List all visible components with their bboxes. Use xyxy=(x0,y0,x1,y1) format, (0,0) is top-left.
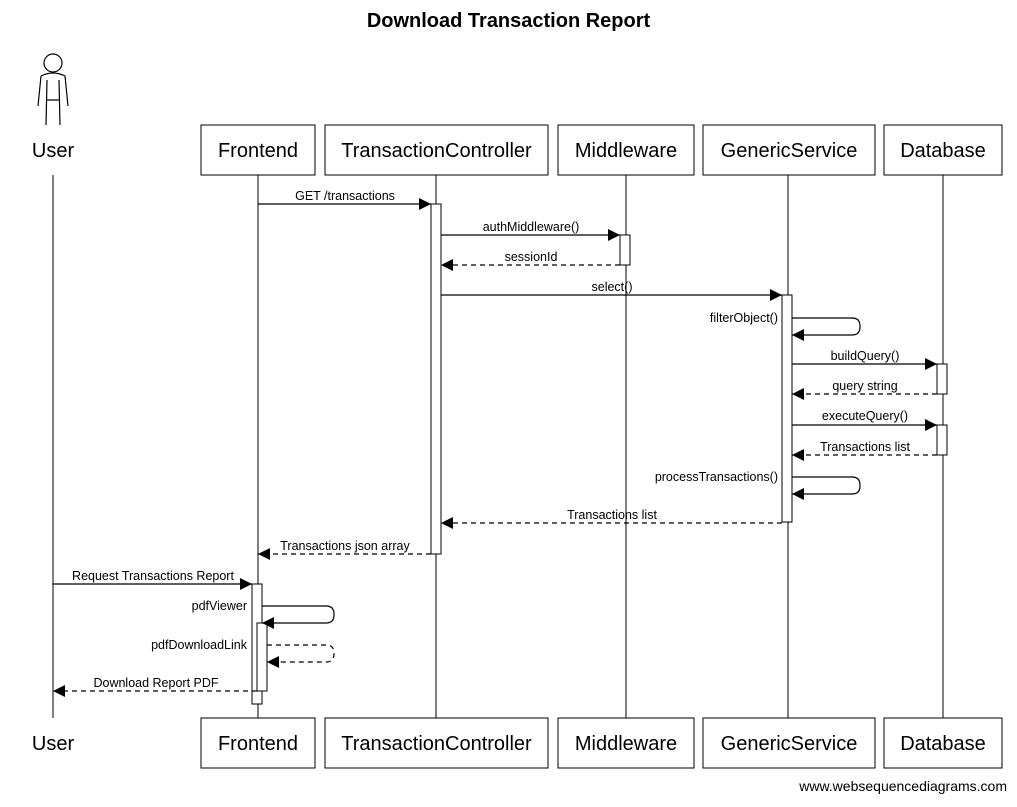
activation-bar-generic xyxy=(781,294,793,523)
message-9: Transactions list xyxy=(792,440,937,461)
message-6: buildQuery() xyxy=(792,349,937,370)
participant-label: TransactionController xyxy=(341,733,532,755)
participant-controller-bottom: TransactionController xyxy=(324,717,549,769)
message-label: authMiddleware() xyxy=(483,220,580,234)
message-arrow xyxy=(262,605,335,629)
participant-label: Middleware xyxy=(575,140,677,162)
participant-label: GenericService xyxy=(721,140,858,162)
watermark: www.websequencediagrams.com xyxy=(799,778,1007,794)
participant-middleware-top: Middleware xyxy=(557,124,695,176)
message-label: Request Transactions Report xyxy=(72,569,234,583)
participant-frontend-bottom: Frontend xyxy=(200,717,316,769)
message-label: Download Report PDF xyxy=(93,676,218,690)
participant-generic-top: GenericService xyxy=(702,124,876,176)
message-4: select() xyxy=(441,280,782,301)
message-8: executeQuery() xyxy=(792,409,937,431)
message-arrow xyxy=(792,476,861,500)
participant-label: Database xyxy=(900,140,986,162)
message-label: sessionId xyxy=(505,250,558,264)
message-3: sessionId xyxy=(441,250,620,271)
message-12: Transactions json array xyxy=(258,539,431,560)
message-10: processTransactions() xyxy=(655,470,861,500)
user-actor-icon xyxy=(37,53,69,126)
diagram-title: Download Transaction Report xyxy=(366,10,651,32)
participant-box xyxy=(200,717,316,769)
message-label: pdfDownloadLink xyxy=(151,638,248,652)
message-16: Download Report PDF xyxy=(53,676,257,697)
participant-label: Database xyxy=(900,733,986,755)
message-arrow xyxy=(267,644,335,668)
actor-label-bottom: User xyxy=(32,733,75,755)
participant-box xyxy=(883,124,1003,176)
participant-box xyxy=(324,717,549,769)
participant-database-bottom: Database xyxy=(883,717,1003,769)
message-label: select() xyxy=(592,280,633,294)
activation-bar-database xyxy=(936,363,948,395)
participant-controller-top: TransactionController xyxy=(324,124,549,176)
message-label: Transactions list xyxy=(567,508,657,522)
participant-label: Middleware xyxy=(575,733,677,755)
participant-box xyxy=(883,717,1003,769)
participant-box xyxy=(200,124,316,176)
message-7: query string xyxy=(792,379,937,400)
participant-box xyxy=(324,124,549,176)
participant-database-top: Database xyxy=(883,124,1003,176)
message-label: Transactions list xyxy=(820,440,910,454)
message-1: GET /transactions xyxy=(258,189,431,210)
message-5: filterObject() xyxy=(710,311,861,341)
message-2: authMiddleware() xyxy=(441,220,620,241)
message-label: Transactions json array xyxy=(280,539,410,553)
participant-generic-bottom: GenericService xyxy=(702,717,876,769)
participant-label: GenericService xyxy=(721,733,858,755)
message-label: GET /transactions xyxy=(295,189,395,203)
participant-label: Frontend xyxy=(218,140,298,162)
message-label: filterObject() xyxy=(710,311,778,325)
activation-bar-frontend xyxy=(256,622,268,692)
message-label: query string xyxy=(832,379,897,393)
participant-box xyxy=(702,124,876,176)
activation-bar-middleware xyxy=(619,234,631,266)
message-14: pdfViewer xyxy=(192,599,335,629)
actor-label-top: User xyxy=(32,140,75,162)
participant-label: TransactionController xyxy=(341,140,532,162)
activation-bar-database xyxy=(936,424,948,456)
message-11: Transactions list xyxy=(441,508,782,529)
participant-box xyxy=(702,717,876,769)
participant-middleware-bottom: Middleware xyxy=(557,717,695,769)
message-label: executeQuery() xyxy=(822,409,908,423)
participant-label: Frontend xyxy=(218,733,298,755)
participant-box xyxy=(557,717,695,769)
message-arrow xyxy=(792,317,861,341)
participant-frontend-top: Frontend xyxy=(200,124,316,176)
message-label: processTransactions() xyxy=(655,470,778,484)
message-15: pdfDownloadLink xyxy=(151,638,335,668)
activation-bar-controller xyxy=(430,203,442,555)
message-13: Request Transactions Report xyxy=(53,569,252,590)
message-label: buildQuery() xyxy=(831,349,900,363)
participant-box xyxy=(557,124,695,176)
message-label: pdfViewer xyxy=(192,599,247,613)
